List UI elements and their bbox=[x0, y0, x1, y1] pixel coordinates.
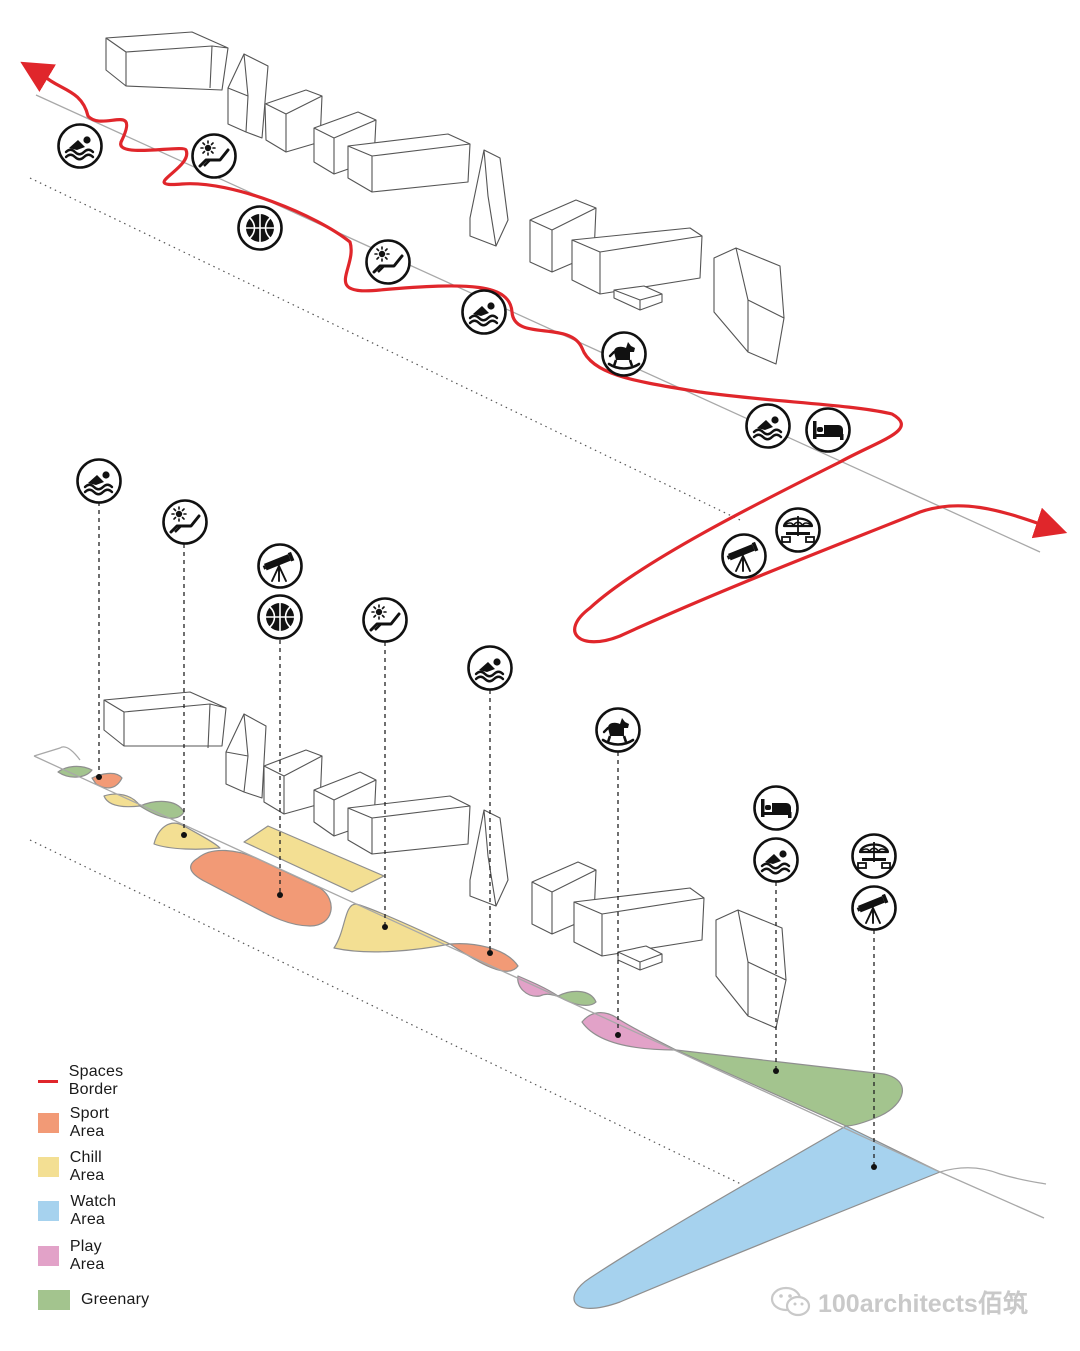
chill-area-4 bbox=[333, 903, 451, 953]
legend-label: Sport Area bbox=[69, 1105, 110, 1140]
bottom-icon-6 bbox=[469, 647, 512, 690]
legend-item-chill-area: Chill Area bbox=[38, 1149, 116, 1184]
top-icon-5 bbox=[463, 291, 506, 334]
leader-lines bbox=[98, 502, 875, 1166]
green-area-2 bbox=[139, 800, 185, 819]
green-area-1 bbox=[57, 765, 93, 778]
spaces-border-arrow-left bbox=[20, 61, 56, 92]
top-icon-4 bbox=[367, 241, 410, 284]
bottom-icon-8 bbox=[755, 787, 798, 830]
top-icon-3 bbox=[239, 207, 282, 250]
top-icon-8 bbox=[807, 409, 850, 452]
bottom-buildings bbox=[103, 691, 787, 1029]
bottom-icon-5 bbox=[364, 599, 407, 642]
legend-item-sport-area: Sport Area bbox=[38, 1105, 120, 1140]
bottom-icon-2 bbox=[164, 501, 207, 544]
top-street-line bbox=[35, 94, 1041, 553]
watch-area-1 bbox=[573, 1125, 941, 1309]
chill-area-2 bbox=[153, 822, 221, 850]
bottom-dotted-edge bbox=[29, 839, 746, 1187]
bottom-street-line bbox=[33, 746, 1047, 1219]
sport-area-2 bbox=[190, 849, 332, 927]
top-icon-9 bbox=[777, 509, 820, 552]
bottom-areas bbox=[57, 765, 941, 1309]
top-buildings bbox=[105, 31, 785, 365]
top-icon-6 bbox=[603, 333, 646, 376]
legend-line-spaces-border bbox=[38, 1079, 58, 1083]
top-icon-1 bbox=[59, 125, 102, 168]
legend-label: Greenary bbox=[81, 1291, 150, 1308]
watermark: 100architects佰筑 bbox=[770, 1284, 1028, 1320]
legend-item-spaces-border: Spaces Border bbox=[38, 1063, 136, 1098]
legend-swatch-watch-area bbox=[38, 1201, 60, 1221]
green-area-3 bbox=[557, 990, 597, 1006]
leader-dots bbox=[96, 774, 877, 1170]
green-area-4 bbox=[675, 1049, 903, 1127]
bottom-icon-7 bbox=[597, 709, 640, 752]
wechat-icon bbox=[770, 1286, 811, 1317]
legend-item-play-area: Play Area bbox=[38, 1238, 116, 1273]
legend-swatch-sport-area bbox=[38, 1113, 59, 1133]
legend-swatch-chill-area bbox=[38, 1157, 59, 1177]
legend-swatch-greenary bbox=[38, 1290, 70, 1310]
bottom-icon-11 bbox=[853, 887, 896, 930]
bottom-icon-4 bbox=[259, 596, 302, 639]
legend-item-watch-area: Watch Area bbox=[38, 1193, 127, 1228]
bottom-icon-9 bbox=[755, 839, 798, 882]
legend-label: Spaces Border bbox=[68, 1063, 124, 1098]
chill-area-3 bbox=[243, 825, 385, 893]
legend-label: Watch Area bbox=[70, 1193, 117, 1228]
top-icon-2 bbox=[193, 135, 236, 178]
bottom-icon-3 bbox=[259, 545, 302, 588]
legend-swatch-play-area bbox=[38, 1246, 59, 1266]
spaces-border-arrow-right bbox=[1031, 507, 1068, 539]
top-diagram bbox=[20, 31, 1068, 644]
play-area-1 bbox=[517, 975, 559, 997]
top-icon-7 bbox=[747, 405, 790, 448]
watermark-text: 100architects佰筑 bbox=[818, 1290, 1028, 1318]
top-icon-10 bbox=[723, 535, 766, 578]
legend-item-greenary: Greenary bbox=[38, 1289, 149, 1311]
bottom-diagram bbox=[29, 460, 1047, 1309]
bottom-icon-1 bbox=[78, 460, 121, 503]
sport-area-3 bbox=[449, 943, 519, 972]
bottom-icon-10 bbox=[853, 835, 896, 878]
legend-label: Play Area bbox=[69, 1238, 105, 1273]
legend-label: Chill Area bbox=[69, 1149, 105, 1184]
